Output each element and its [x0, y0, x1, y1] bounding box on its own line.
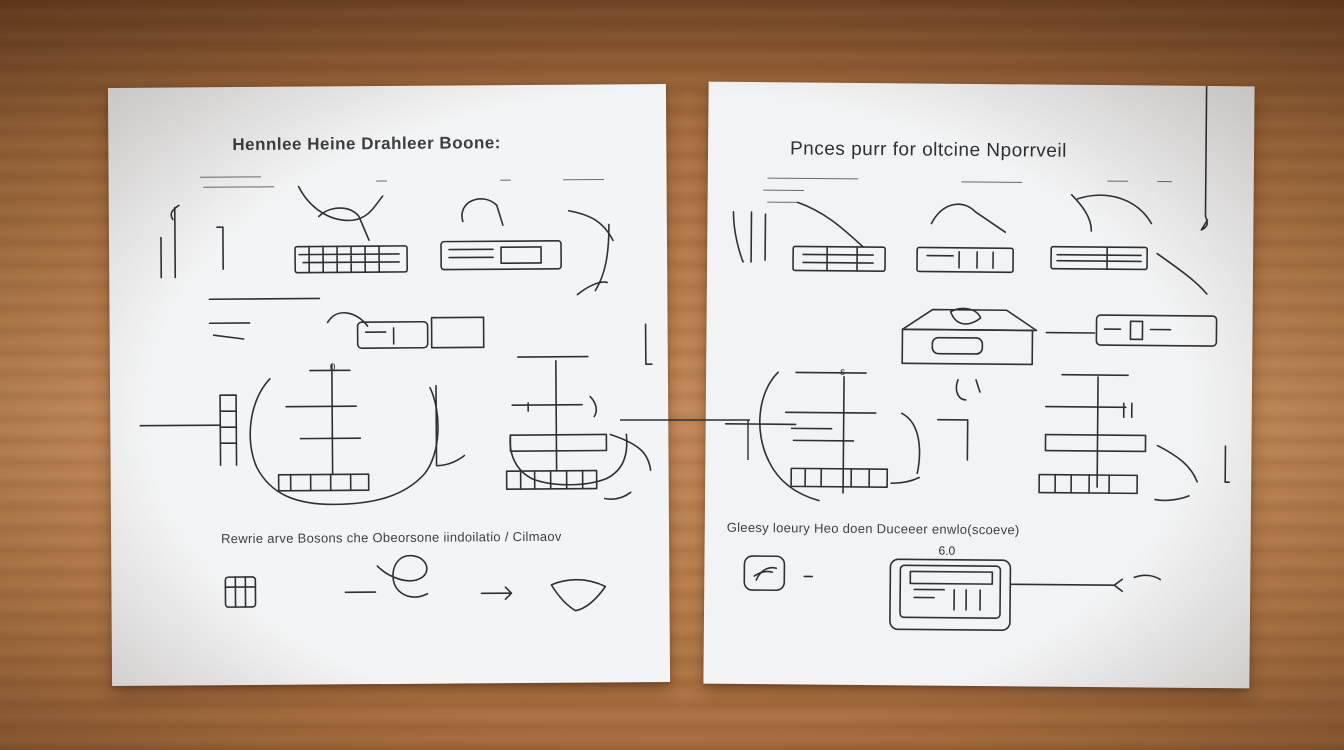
left-enclosure-1: 0. — [139, 362, 466, 506]
left-paper-sheet: Hennlee Heine Drahleer Boone: — [107, 84, 671, 686]
left-sketch-drawings: 0. — [139, 176, 653, 612]
svg-text:0.: 0. — [330, 362, 338, 373]
right-edge-arrow — [1200, 85, 1209, 231]
right-row1-sketches — [732, 194, 1208, 295]
left-header-scribbles — [200, 176, 605, 188]
left-enclosure-2 — [505, 323, 653, 500]
left-row1-sketches — [160, 185, 614, 296]
right-bottom-icons — [743, 555, 1162, 632]
right-paper-sheet: Pnces purr for oltcine Nporrveil — [703, 81, 1255, 689]
right-enclosure-1: s — [724, 367, 969, 502]
svg-text:s: s — [840, 367, 845, 378]
right-enclosure-2 — [1038, 373, 1230, 502]
left-bottom-icons — [224, 554, 607, 612]
right-sketch-drawings: s — [724, 85, 1230, 632]
right-header-scribbles — [763, 177, 1173, 203]
left-middle-device — [208, 297, 485, 349]
right-middle-device — [901, 307, 1218, 401]
